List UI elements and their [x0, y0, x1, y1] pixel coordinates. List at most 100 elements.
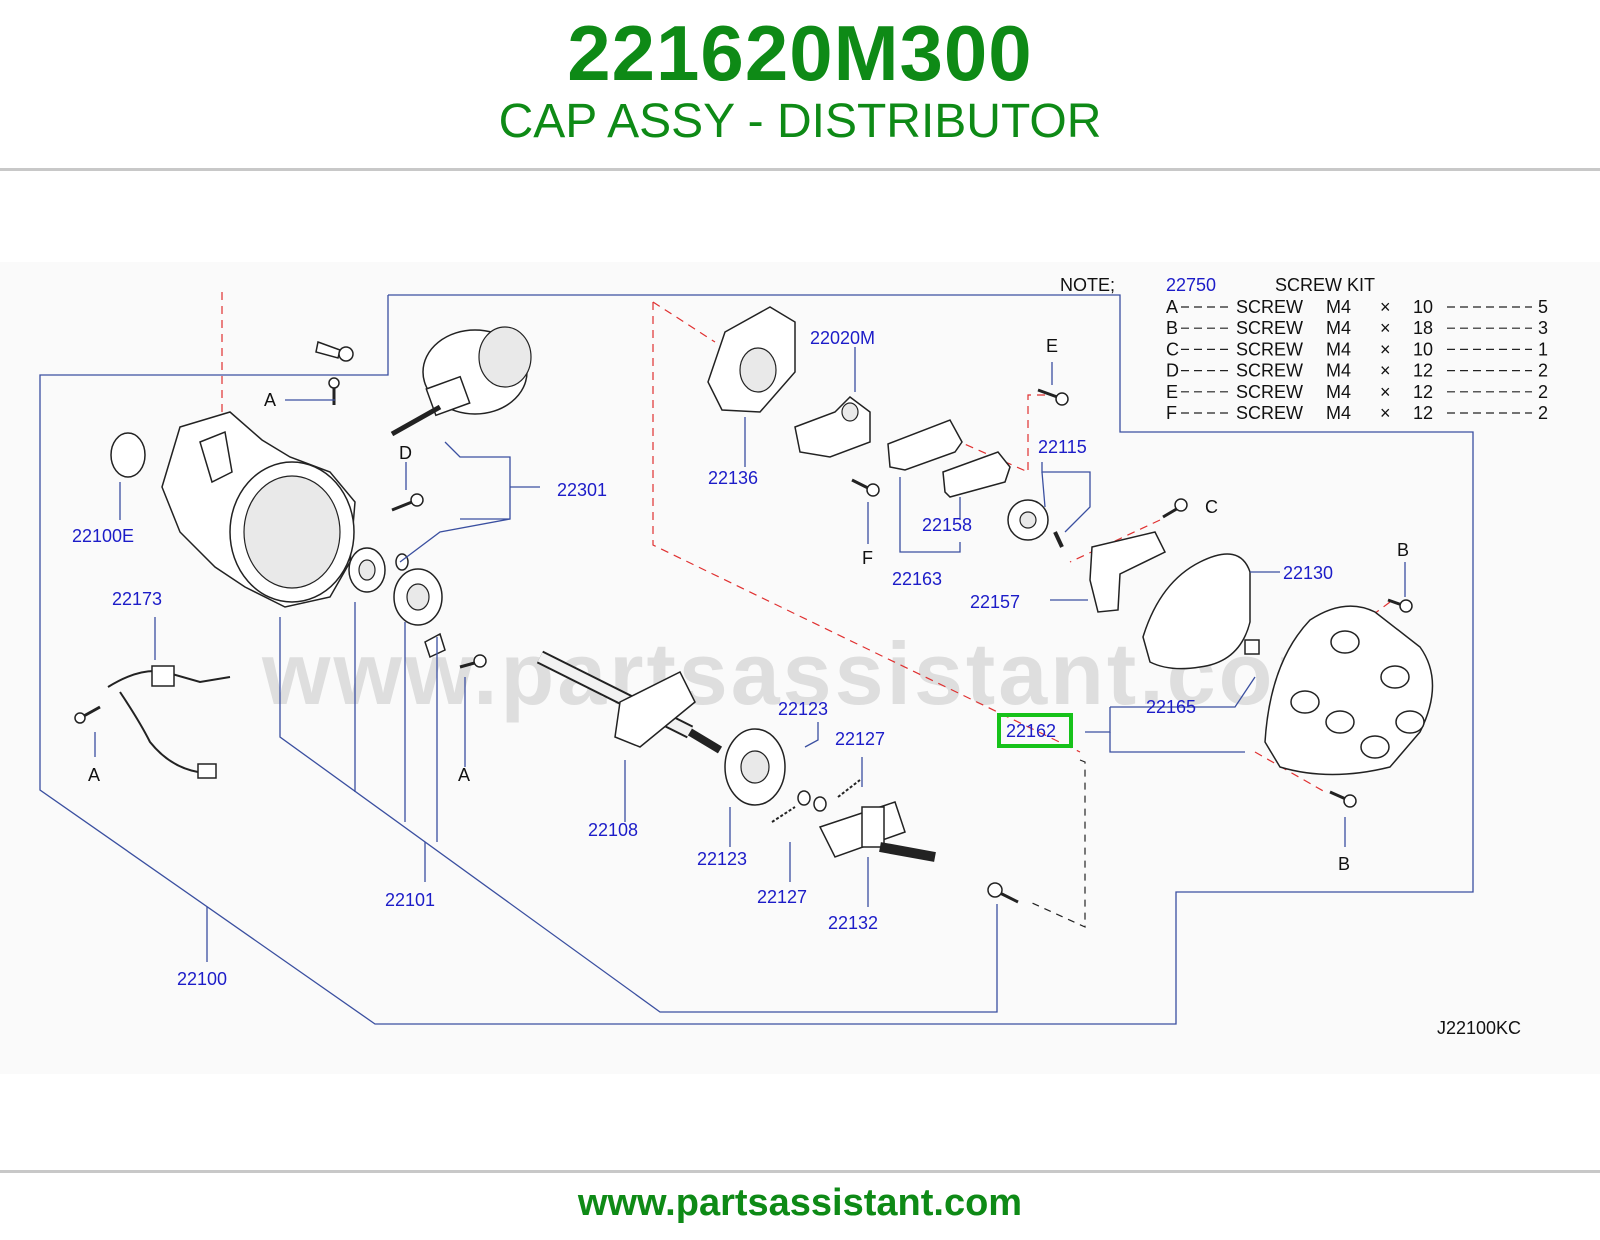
note-cell-length: 12: [1413, 403, 1433, 423]
screw-letter-c: C: [1205, 497, 1218, 517]
callout-22100E[interactable]: 22100E: [72, 526, 134, 546]
footer-url[interactable]: www.partsassistant.com: [577, 1182, 1023, 1224]
callout-22127-top[interactable]: 22127: [835, 729, 885, 749]
screw-letter-a-top: A: [264, 390, 276, 410]
callout-22136[interactable]: 22136: [708, 468, 758, 488]
note-cell-size: M4: [1326, 339, 1351, 359]
part-number-title: 221620M300: [567, 9, 1033, 97]
callout-22130[interactable]: 22130: [1283, 563, 1333, 583]
highlight-box: [997, 713, 1073, 748]
guide-dash-center: [652, 302, 1081, 753]
note-cell-x: ×: [1380, 297, 1391, 317]
note-kit-name: SCREW KIT: [1275, 275, 1375, 295]
distributor-cap: [1244, 605, 1434, 776]
callout-22158[interactable]: 22158: [922, 515, 972, 535]
note-cell-item: SCREW: [1236, 339, 1303, 359]
note-label: NOTE;: [1060, 275, 1115, 295]
callout-22173[interactable]: 22173: [112, 589, 162, 609]
callout-22123-top[interactable]: 22123: [778, 699, 828, 719]
figure-code: J22100KC: [1437, 1018, 1521, 1038]
callout-22127-bottom[interactable]: 22127: [757, 887, 807, 907]
pickup-coil: [794, 396, 871, 458]
page-header: 221620M300 CAP ASSY - DISTRIBUTOR: [0, 0, 1600, 170]
note-cell-x: ×: [1380, 361, 1391, 381]
note-cell-length: 10: [1413, 339, 1433, 359]
note-cell-length: 18: [1413, 318, 1433, 338]
note-cell-qty: 1: [1538, 339, 1548, 359]
footer-divider: [0, 1170, 1600, 1173]
screw-letter-a-center: A: [458, 765, 470, 785]
note-cell-letter: C: [1166, 339, 1179, 359]
note-cell-item: SCREW: [1236, 382, 1303, 402]
callout-22115[interactable]: 22115: [1038, 437, 1087, 457]
guide-dash-plate: [652, 301, 716, 343]
callout-22157[interactable]: 22157: [970, 592, 1020, 612]
note-cell-size: M4: [1326, 403, 1351, 423]
callout-22108[interactable]: 22108: [588, 820, 638, 840]
screw-parts: [74, 340, 1413, 904]
leader-lines: [94, 347, 1406, 962]
wiring-harness: [107, 665, 231, 779]
distributor-housing: [110, 411, 356, 608]
rotor-head: [1089, 531, 1167, 613]
callout-22162[interactable]: 22162: [1006, 721, 1056, 741]
vacuum-controller: [390, 326, 532, 437]
bearing-set: [348, 547, 443, 626]
guide-dash-22162: [1029, 759, 1086, 928]
callout-22101[interactable]: 22101: [385, 890, 435, 910]
callout-22165[interactable]: 22165: [1146, 697, 1196, 717]
note-cell-qty: 2: [1538, 361, 1548, 381]
note-row: B SCREW M4 × 18 3: [1166, 318, 1548, 338]
note-cell-letter: D: [1166, 361, 1179, 381]
cap-seal: [1142, 553, 1251, 670]
callout-22163[interactable]: 22163: [892, 569, 942, 589]
note-cell-qty: 3: [1538, 318, 1548, 338]
note-cell-length: 12: [1413, 382, 1433, 402]
note-kit-number[interactable]: 22750: [1166, 275, 1216, 295]
callout-22301[interactable]: 22301: [557, 480, 607, 500]
note-cell-letter: E: [1166, 382, 1178, 402]
screw-letter-e: E: [1046, 336, 1058, 356]
note-cell-letter: A: [1166, 297, 1178, 317]
assembly-outline: [39, 294, 1474, 1025]
note-cell-x: ×: [1380, 382, 1391, 402]
callout-22020M[interactable]: 22020M: [810, 328, 875, 348]
note-cell-length: 10: [1413, 297, 1433, 317]
shaft-outline: [279, 617, 998, 1013]
note-cell-item: SCREW: [1236, 318, 1303, 338]
note-cell-qty: 2: [1538, 403, 1548, 423]
exploded-parts-diagram: www.partsassistant.com: [0, 262, 1600, 1074]
header-divider: [0, 168, 1600, 171]
note-cell-item: SCREW: [1236, 297, 1303, 317]
screw-letter-a-left: A: [88, 765, 100, 785]
note-cell-size: M4: [1326, 361, 1351, 381]
note-cell-letter: B: [1166, 318, 1178, 338]
callout-22123-bottom[interactable]: 22123: [697, 849, 747, 869]
note-cell-item: SCREW: [1236, 361, 1303, 381]
breaker-plate: [707, 306, 796, 413]
governor-parts: [724, 728, 861, 823]
screw-letter-f: F: [862, 548, 873, 568]
cam-assembly: [818, 801, 936, 862]
note-cell-size: M4: [1326, 318, 1351, 338]
note-row: D SCREW M4 × 12 2: [1166, 361, 1548, 381]
note-cell-qty: 2: [1538, 382, 1548, 402]
module-bracket: [887, 419, 1011, 498]
note-cell-letter: F: [1166, 403, 1177, 423]
diagram-svg: www.partsassistant.com: [39, 275, 1548, 1038]
note-cell-x: ×: [1380, 318, 1391, 338]
note-cell-x: ×: [1380, 403, 1391, 423]
callout-22132[interactable]: 22132: [828, 913, 878, 933]
screw-letter-b-bottom: B: [1338, 854, 1350, 874]
note-cell-size: M4: [1326, 382, 1351, 402]
screw-letter-d: D: [399, 443, 412, 463]
note-cell-length: 12: [1413, 361, 1433, 381]
distributor-shaft: [536, 650, 723, 754]
callout-22100[interactable]: 22100: [177, 969, 227, 989]
note-cell-size: M4: [1326, 297, 1351, 317]
